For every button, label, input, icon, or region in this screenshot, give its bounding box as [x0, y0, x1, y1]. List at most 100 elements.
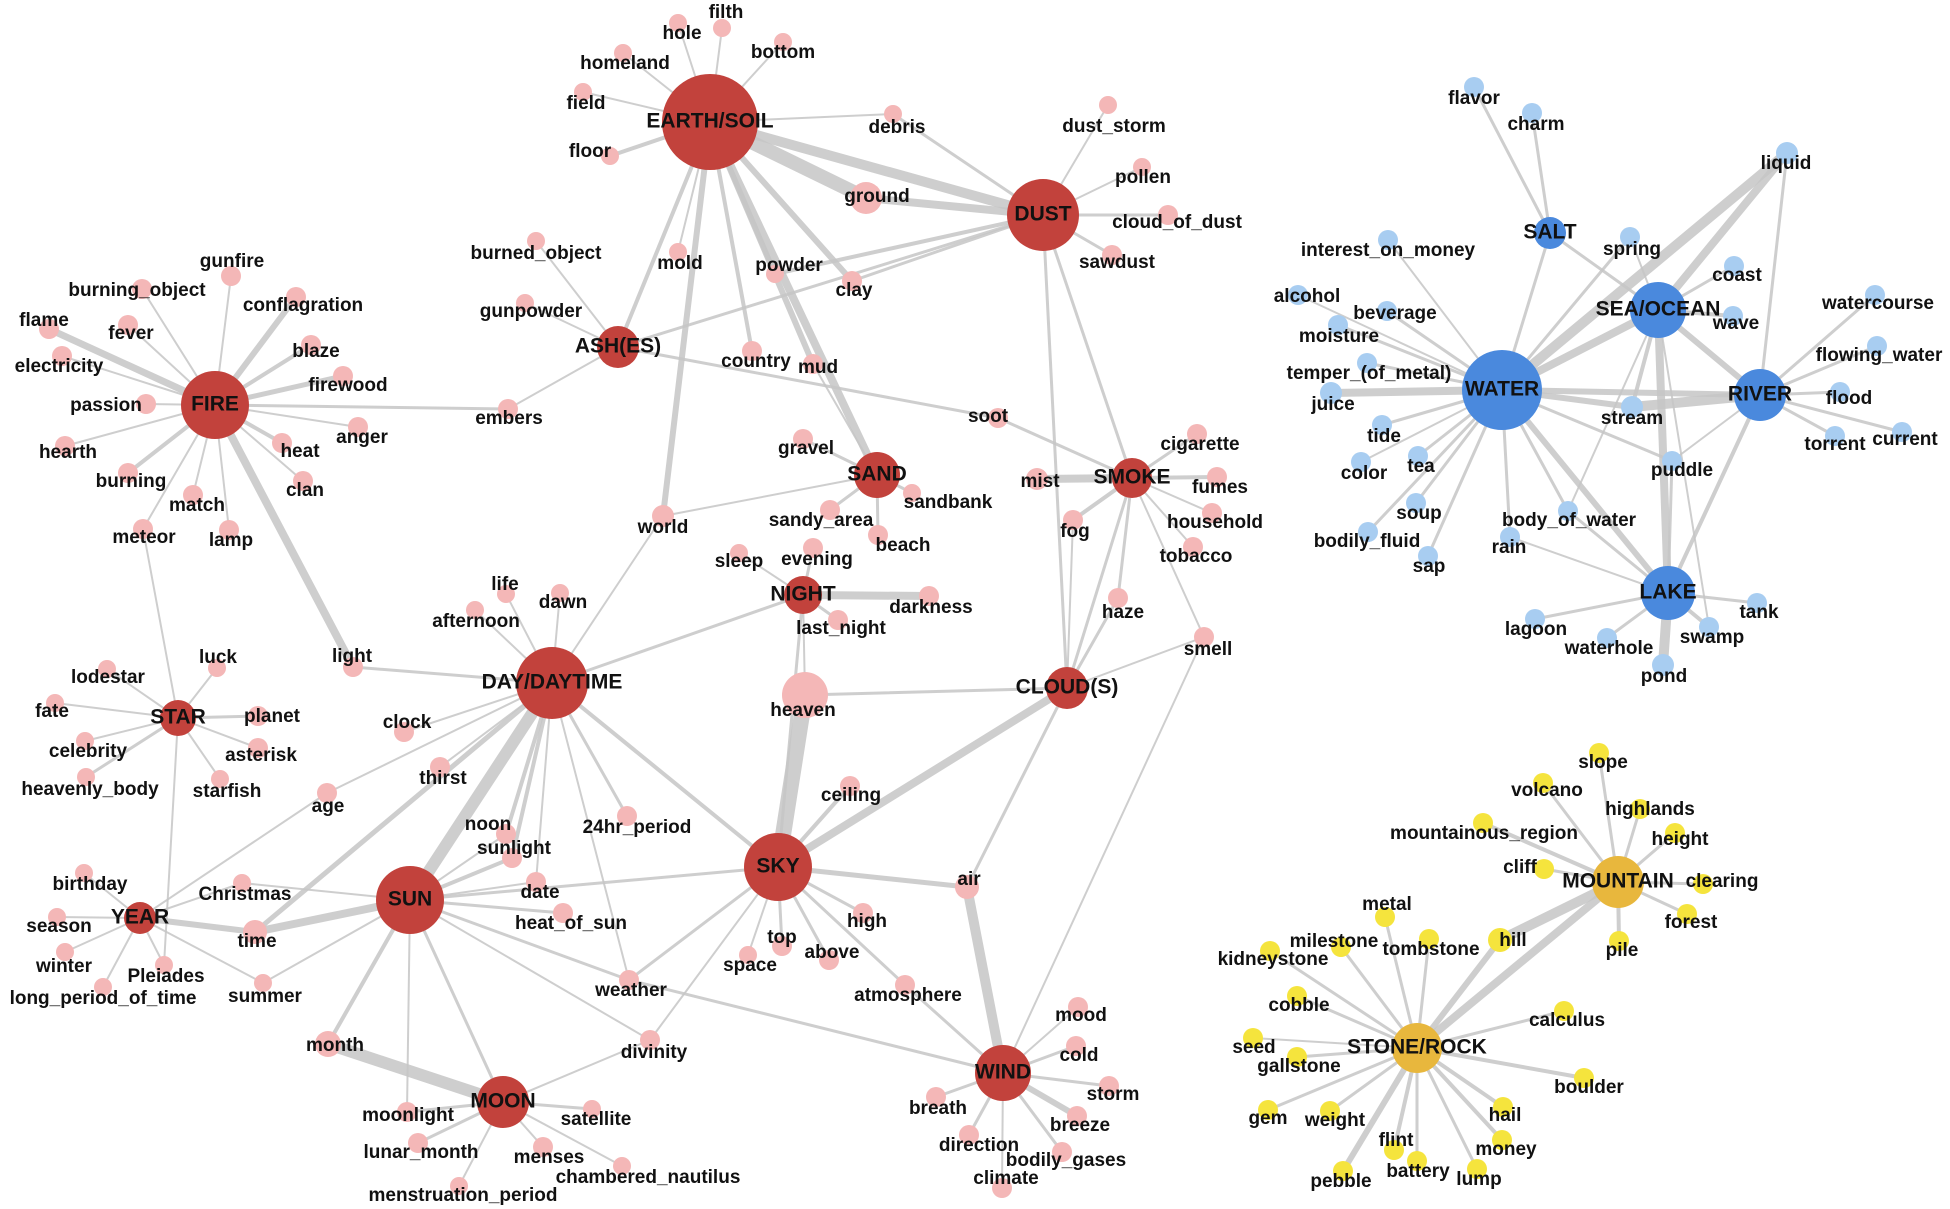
- node-lodestar[interactable]: [98, 660, 116, 678]
- node-climate[interactable]: [992, 1178, 1012, 1198]
- node-hill[interactable]: [1488, 928, 1512, 952]
- node-month[interactable]: [315, 1031, 341, 1057]
- node-soot[interactable]: [988, 408, 1008, 428]
- node-haze[interactable]: [1108, 588, 1128, 608]
- node-lagoon[interactable]: [1525, 609, 1545, 629]
- node-current[interactable]: [1892, 422, 1912, 442]
- node-tank[interactable]: [1747, 593, 1767, 613]
- node-body_of_water[interactable]: [1558, 501, 1578, 521]
- node-height[interactable]: [1665, 823, 1685, 843]
- node-breeze[interactable]: [1067, 1106, 1087, 1126]
- node-juice[interactable]: [1320, 382, 1342, 404]
- node-tide[interactable]: [1372, 415, 1392, 435]
- node-heat_of_sun[interactable]: [553, 903, 573, 923]
- node-planet[interactable]: [248, 706, 268, 726]
- node-Christmas[interactable]: [233, 874, 251, 892]
- node-lump[interactable]: [1467, 1159, 1487, 1179]
- node-beverage[interactable]: [1377, 301, 1397, 321]
- node-24hr_period[interactable]: [617, 806, 637, 826]
- node-WATER[interactable]: [1462, 350, 1542, 430]
- node-liquid[interactable]: [1776, 142, 1798, 164]
- node-beach[interactable]: [868, 525, 888, 545]
- node-celebrity[interactable]: [76, 732, 94, 750]
- node-soup[interactable]: [1406, 493, 1426, 513]
- node-milestone[interactable]: [1331, 937, 1351, 957]
- node-seed[interactable]: [1243, 1028, 1263, 1048]
- node-FIRE[interactable]: [181, 371, 249, 439]
- node-charm[interactable]: [1522, 103, 1542, 123]
- node-mountainous_region[interactable]: [1473, 813, 1493, 833]
- node-alcohol[interactable]: [1288, 285, 1308, 305]
- node-world[interactable]: [652, 505, 674, 527]
- node-winter[interactable]: [56, 943, 74, 961]
- node-money[interactable]: [1492, 1130, 1512, 1150]
- node-SMOKE[interactable]: [1112, 458, 1152, 498]
- node-summer[interactable]: [254, 974, 272, 992]
- node-household[interactable]: [1202, 503, 1222, 523]
- node-match[interactable]: [183, 485, 203, 505]
- node-tombstone[interactable]: [1419, 929, 1439, 949]
- node-MOUNTAIN[interactable]: [1592, 856, 1644, 908]
- node-cold[interactable]: [1066, 1036, 1086, 1056]
- node-SAND[interactable]: [854, 452, 900, 498]
- node-forest[interactable]: [1677, 904, 1697, 924]
- node-luck[interactable]: [208, 659, 226, 677]
- node-heavenly_body[interactable]: [77, 768, 95, 786]
- node-field[interactable]: [574, 83, 592, 101]
- node-flame[interactable]: [39, 319, 59, 339]
- node-long_period_of_time[interactable]: [94, 978, 112, 996]
- node-weight[interactable]: [1320, 1101, 1340, 1121]
- node-evening[interactable]: [803, 538, 823, 558]
- node-pond[interactable]: [1652, 654, 1674, 676]
- node-spring[interactable]: [1620, 227, 1640, 247]
- node-cobble[interactable]: [1287, 986, 1307, 1006]
- node-direction[interactable]: [959, 1125, 979, 1145]
- node-burning_object[interactable]: [132, 279, 152, 299]
- node-mud[interactable]: [803, 354, 823, 374]
- node-breath[interactable]: [926, 1087, 946, 1107]
- node-thirst[interactable]: [430, 757, 450, 777]
- node-blaze[interactable]: [301, 335, 321, 355]
- node-sandbank[interactable]: [903, 484, 921, 502]
- node-mold[interactable]: [669, 243, 687, 261]
- node-anger[interactable]: [348, 417, 368, 437]
- node-wave[interactable]: [1723, 306, 1743, 326]
- node-life[interactable]: [497, 585, 515, 603]
- node-highlands[interactable]: [1630, 799, 1650, 819]
- node-metal[interactable]: [1375, 907, 1395, 927]
- node-bottom[interactable]: [774, 33, 792, 51]
- node-dawn[interactable]: [551, 584, 569, 602]
- node-asterisk[interactable]: [248, 738, 268, 758]
- node-pile[interactable]: [1609, 931, 1629, 951]
- node-filth[interactable]: [713, 19, 731, 37]
- node-NIGHT[interactable]: [784, 576, 822, 614]
- node-sandy_area[interactable]: [820, 500, 840, 520]
- node-RIVER[interactable]: [1734, 369, 1786, 421]
- node-torrent[interactable]: [1825, 426, 1845, 446]
- node-darkness[interactable]: [919, 586, 939, 606]
- node-birthday[interactable]: [75, 864, 93, 882]
- node-satellite[interactable]: [583, 1100, 601, 1118]
- node-atmosphere[interactable]: [895, 975, 915, 995]
- node-ground[interactable]: [850, 182, 882, 214]
- node-SUN[interactable]: [376, 866, 444, 934]
- node-menstruation_period[interactable]: [450, 1177, 468, 1195]
- node-WIND[interactable]: [975, 1045, 1031, 1101]
- node-season[interactable]: [48, 908, 66, 926]
- node-high[interactable]: [853, 903, 873, 923]
- node-mood[interactable]: [1068, 997, 1088, 1017]
- node-pebble[interactable]: [1333, 1161, 1353, 1181]
- node-waterhole[interactable]: [1597, 628, 1617, 648]
- node-debris[interactable]: [884, 105, 902, 123]
- node-sunlight[interactable]: [502, 848, 522, 868]
- node-starfish[interactable]: [211, 770, 229, 788]
- node-heaven[interactable]: [782, 672, 828, 718]
- node-bodily_fluid[interactable]: [1358, 522, 1378, 542]
- node-date[interactable]: [526, 872, 546, 892]
- node-fate[interactable]: [46, 694, 64, 712]
- node-noon[interactable]: [496, 824, 516, 844]
- node-clock[interactable]: [394, 722, 414, 742]
- node-top[interactable]: [772, 936, 792, 956]
- node-air[interactable]: [955, 875, 979, 899]
- node-menses[interactable]: [533, 1137, 553, 1157]
